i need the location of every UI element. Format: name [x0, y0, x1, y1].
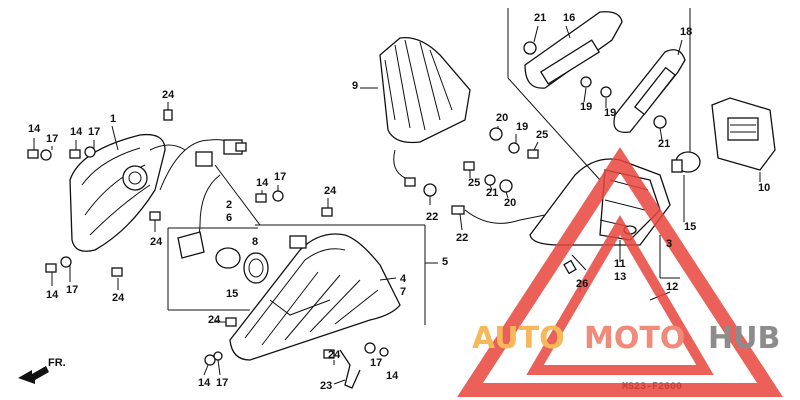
- watermark-logo: [457, 147, 783, 397]
- socket-bulb-group: [167, 151, 269, 311]
- stay-part-23: [333, 349, 361, 389]
- part-label-l21a: 21: [486, 187, 498, 199]
- rear-signal-box: [507, 8, 691, 181]
- part-label-l14c: 14: [46, 289, 59, 301]
- left-signal-wire: [159, 139, 247, 191]
- part-label-l19b: 19: [580, 101, 592, 113]
- part-label-l14e: 14: [198, 377, 211, 389]
- part-label-l2: 2: [226, 199, 232, 211]
- part-label-l5: 5: [442, 256, 448, 268]
- part-label-l25a: 25: [536, 129, 548, 141]
- front-direction-arrow: FR.: [18, 357, 66, 384]
- part-label-l17c: 17: [66, 284, 78, 296]
- part-label-l18: 18: [680, 26, 692, 38]
- part-label-l8: 8: [252, 236, 258, 248]
- part-label-l17a: 17: [46, 133, 58, 145]
- part-label-l24a: 24: [162, 89, 175, 101]
- part-label-l19c: 19: [604, 107, 616, 119]
- part-label-l22b: 22: [456, 232, 468, 244]
- part-label-l17d: 17: [274, 171, 286, 183]
- part-label-l14d: 14: [256, 177, 269, 189]
- watermark-hub: HUB: [708, 321, 780, 356]
- part-label-l3: 3: [666, 238, 672, 250]
- part-label-l21c: 21: [658, 138, 670, 150]
- part-label-l20b: 20: [504, 197, 516, 209]
- part-label-l19a: 19: [516, 121, 528, 133]
- part-label-l20a: 20: [496, 112, 508, 124]
- top-lamp-part-9: [360, 36, 471, 187]
- part-label-l15b: 15: [684, 221, 696, 233]
- part-label-l22a: 22: [426, 211, 438, 223]
- part-label-l23: 23: [320, 380, 332, 392]
- part-label-l15a: 15: [226, 288, 238, 300]
- front-direction-label: FR.: [48, 357, 66, 369]
- part-label-l17e: 17: [216, 377, 228, 389]
- part-label-l14b: 14: [70, 126, 83, 138]
- front-signal-lens: [229, 233, 401, 361]
- part-label-l16: 16: [563, 12, 575, 24]
- part-label-l10: 10: [758, 182, 770, 194]
- part-label-l24d: 24: [324, 185, 337, 197]
- part-label-l14f: 14: [386, 370, 399, 382]
- part-number-labels: 1 24 14 17 14 17 24 14 17 24 26 8 15 14 17 24 24 47 5 14 17 2…: [28, 12, 770, 392]
- rear-signal-16: [523, 11, 623, 89]
- left-turn-signal-housing: [69, 133, 186, 252]
- watermark-text: AUTO MOTO HUB: [472, 321, 780, 356]
- part-label-l24b: 24: [150, 236, 163, 248]
- watermark-moto: MOTO: [584, 321, 685, 356]
- part-label-l21b: 21: [534, 12, 546, 24]
- tail-hardware: [463, 126, 539, 199]
- part-label-l13: 13: [614, 271, 626, 283]
- part-5-bracket: [214, 164, 438, 325]
- part-label-l17f: 17: [370, 357, 382, 369]
- watermark-auto: AUTO: [472, 321, 565, 356]
- part-label-l24c: 24: [112, 292, 125, 304]
- part-label-l12: 12: [666, 281, 678, 293]
- part-label-l6: 6: [226, 212, 232, 224]
- part-label-l7: 7: [400, 286, 406, 298]
- left-hardware: [27, 109, 173, 277]
- part-label-l4: 4: [400, 273, 407, 285]
- part-label-l1: 1: [110, 113, 116, 125]
- rear-signal-hardware: [580, 76, 667, 141]
- part-label-l24e: 24: [208, 314, 221, 326]
- part-label-l25b: 25: [468, 177, 480, 189]
- part-label-l14a: 14: [28, 123, 41, 135]
- part-label-l17b: 17: [88, 126, 100, 138]
- rear-signal-18: [613, 39, 686, 134]
- part-label-l11: 11: [614, 258, 626, 270]
- part-label-l9: 9: [352, 80, 358, 92]
- lens-hardware: [203, 185, 389, 376]
- part-label-l24f: 24: [328, 349, 341, 361]
- tail-bulb-part-15: [671, 151, 701, 222]
- top-lamp-hardware: [423, 183, 546, 231]
- part-label-l26: 26: [576, 278, 588, 290]
- tail-lens-part-10: [711, 97, 776, 182]
